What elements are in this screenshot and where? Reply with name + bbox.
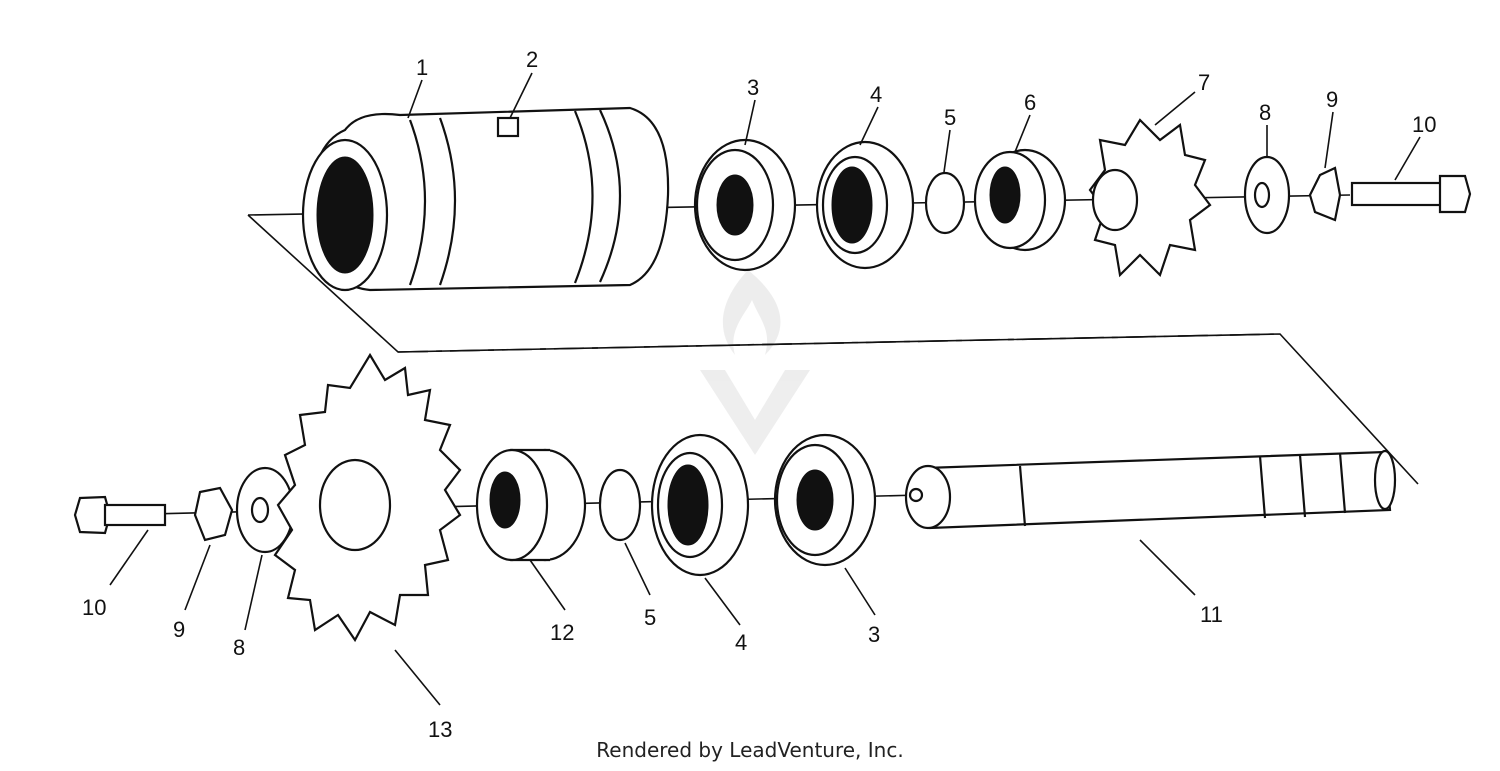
callout-13: 13 [428,717,452,742]
part-1-housing [301,106,670,292]
callout-3-top: 3 [747,75,759,100]
part-5-oring-bottom [598,468,642,542]
part-12-spacer-bottom [475,448,587,562]
part-8-washer-top [1243,155,1291,235]
callout-4-bottom: 4 [735,630,747,655]
part-9-lock-washer-top [1308,166,1342,222]
callout-9-top: 9 [1326,87,1338,112]
callout-10-top: 10 [1412,112,1436,137]
callout-5-top: 5 [944,105,956,130]
render-credit: Rendered by LeadVenture, Inc. [596,738,904,762]
part-13-large-sprocket [273,352,462,643]
part-9-lock-washer-bottom [193,486,234,542]
callout-6: 6 [1024,90,1036,115]
callout-12: 12 [550,620,574,645]
assembly-dash-line [397,333,1281,353]
part-8-washer-bottom [235,466,295,554]
callout-5-bottom: 5 [644,605,656,630]
part-5-oring-top [924,171,966,235]
callout-leaders [109,72,1421,706]
callout-8-top: 8 [1259,100,1271,125]
part-4-race-top [815,140,915,270]
callout-3-bottom: 3 [868,622,880,647]
part-3-bearing-bottom [773,433,877,567]
part-7-small-sprocket [1088,118,1212,278]
callout-1: 1 [416,55,428,80]
callout-4-top: 4 [870,82,882,107]
part-10-bolt-top [1350,174,1472,214]
callout-2: 2 [526,47,538,72]
part-11-shaft [904,449,1397,530]
callout-10-bottom: 10 [82,595,106,620]
callout-8-bottom: 8 [233,635,245,660]
part-10-bolt-bottom [73,495,167,535]
part-6-spacer-top [973,148,1067,252]
part-3-bearing-top [693,138,797,272]
watermark-logo [700,270,810,455]
callout-11: 11 [1200,602,1223,627]
part-4-race-bottom [650,433,750,577]
callout-9-bottom: 9 [173,617,185,642]
callout-7: 7 [1198,70,1210,95]
